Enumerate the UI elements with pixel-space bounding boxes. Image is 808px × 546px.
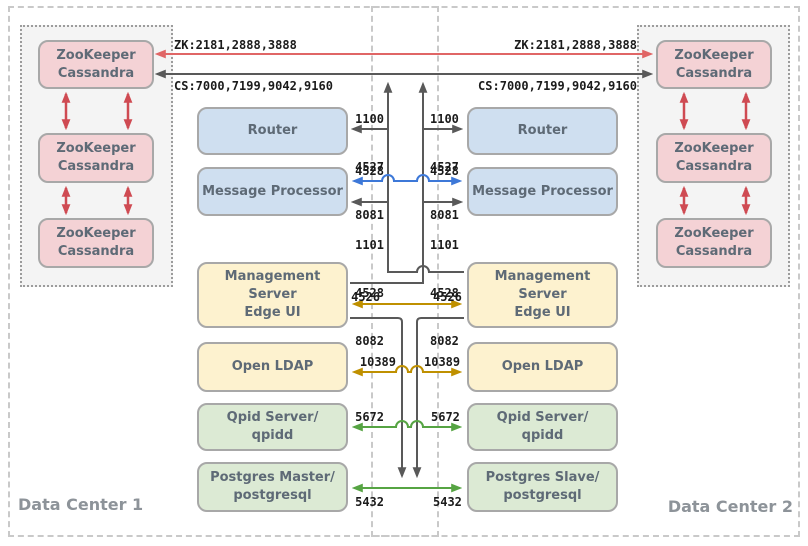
mp-ports-left: 1101 4528 8082 (355, 205, 384, 381)
component-label: Router (517, 123, 568, 139)
node-label: Cassandra (675, 244, 753, 259)
cs-ports-label-left: CS:7000,7199,9042,9160 (174, 79, 333, 93)
management-server-box-dc2: Management Server Edge UI (467, 262, 618, 328)
ldap-port-left: 10389 (359, 355, 396, 369)
node-label: Cassandra (57, 65, 135, 81)
router-mp-branch-arrows (350, 124, 464, 207)
port-number: 8082 (430, 334, 459, 348)
router-box-dc2: Router (467, 107, 618, 155)
port-number: 8081 (355, 208, 384, 222)
router-ports-left: 1100 4527 8081 (355, 79, 384, 255)
zk-ports-label-right: ZK:2181,2888,3888 (514, 38, 637, 52)
zookeeper-cluster-arrows (61, 91, 751, 216)
component-label: qpidd (521, 428, 564, 443)
message-processor-box-dc1: Message Processor (197, 167, 348, 216)
component-label: postgresql (503, 488, 582, 503)
component-label: Edge UI (514, 304, 571, 320)
component-label: Management Server (224, 269, 321, 303)
port-number: 1101 (355, 238, 384, 252)
postgres-port-left: 5432 (355, 495, 384, 509)
zookeeper-cassandra-node: ZooKeeper Cassandra (38, 218, 154, 268)
port-number: 1100 (430, 112, 459, 126)
node-label: ZooKeeper (674, 141, 754, 157)
node-label: ZooKeeper (56, 47, 136, 63)
management-server-box-dc1: Management Server Edge UI (197, 262, 348, 328)
component-label: Message Processor (472, 183, 613, 199)
component-label: Postgres Slave/ (485, 470, 600, 486)
node-label: Cassandra (57, 159, 135, 174)
node-label: Cassandra (675, 159, 753, 174)
component-label: postgresql (233, 488, 312, 503)
qpid-port-right: 5672 (431, 410, 460, 424)
component-label: Postgres Master/ (210, 470, 335, 486)
node-label: ZooKeeper (56, 141, 136, 157)
node-label: ZooKeeper (56, 226, 136, 242)
datacenter-2-region (371, 6, 800, 537)
component-label: Router (247, 123, 298, 139)
qpid-box-dc2: Qpid Server/ qpidd (467, 403, 618, 451)
open-ldap-link (351, 365, 463, 377)
management-downlink-buses (350, 317, 464, 479)
zookeeper-cassandra-node: ZooKeeper Cassandra (656, 133, 772, 183)
port-number: 8082 (355, 334, 384, 348)
node-label: Cassandra (675, 65, 753, 81)
mp-sync-line (351, 174, 463, 186)
router-box-dc1: Router (197, 107, 348, 155)
qpid-link (351, 420, 463, 432)
zookeeper-cassandra-node: ZooKeeper Cassandra (656, 218, 772, 268)
component-label: Open LDAP (501, 359, 584, 375)
component-label: Qpid Server/ (496, 410, 589, 426)
mp-ports-right: 1101 4528 8082 (430, 205, 459, 381)
datacenter-1-label: Data Center 1 (18, 495, 144, 514)
postgres-slave-box-dc2: Postgres Slave/ postgresql (467, 462, 618, 512)
datacenter-2-label: Data Center 2 (667, 497, 793, 516)
qpid-port-left: 5672 (355, 410, 384, 424)
router-ports-right: 1100 4527 8081 (430, 79, 459, 255)
mp-sync-port-left: 4528 (355, 164, 384, 178)
management-port-left: 4526 (351, 290, 380, 304)
port-number: 4528 (430, 286, 459, 300)
postgres-master-box-dc1: Postgres Master/ postgresql (197, 462, 348, 512)
message-processor-box-dc2: Message Processor (467, 167, 618, 216)
port-number: 4527 (355, 160, 384, 174)
component-label: Qpid Server/ (226, 410, 319, 426)
node-label: Cassandra (57, 244, 135, 259)
node-label: ZooKeeper (674, 47, 754, 63)
port-number: 4527 (430, 160, 459, 174)
zookeeper-cassandra-node: ZooKeeper Cassandra (38, 133, 154, 183)
open-ldap-box-dc1: Open LDAP (197, 342, 348, 392)
qpid-box-dc1: Qpid Server/ qpidd (197, 403, 348, 451)
zookeeper-cassandra-node: ZooKeeper Cassandra (656, 40, 772, 89)
ldap-port-right: 10389 (424, 355, 461, 369)
component-label: Message Processor (202, 183, 343, 199)
port-number: 4528 (355, 286, 384, 300)
management-port-right: 4526 (433, 290, 462, 304)
open-ldap-box-dc2: Open LDAP (467, 342, 618, 392)
cs-ports-label-right: CS:7000,7199,9042,9160 (478, 79, 637, 93)
mp-sync-port-right: 4528 (430, 164, 459, 178)
port-number: 8081 (430, 208, 459, 222)
component-label: qpidd (251, 428, 294, 443)
port-number: 1101 (430, 238, 459, 252)
postgres-port-right: 5432 (433, 495, 462, 509)
zk-ports-label-left: ZK:2181,2888,3888 (174, 38, 297, 52)
component-label: Open LDAP (231, 359, 314, 375)
zookeeper-cassandra-node: ZooKeeper Cassandra (38, 40, 154, 89)
component-label: Management Server (494, 269, 591, 303)
component-label: Edge UI (244, 304, 301, 320)
node-label: ZooKeeper (674, 226, 754, 242)
management-uplink-buses (350, 81, 464, 284)
port-number: 1100 (355, 112, 384, 126)
